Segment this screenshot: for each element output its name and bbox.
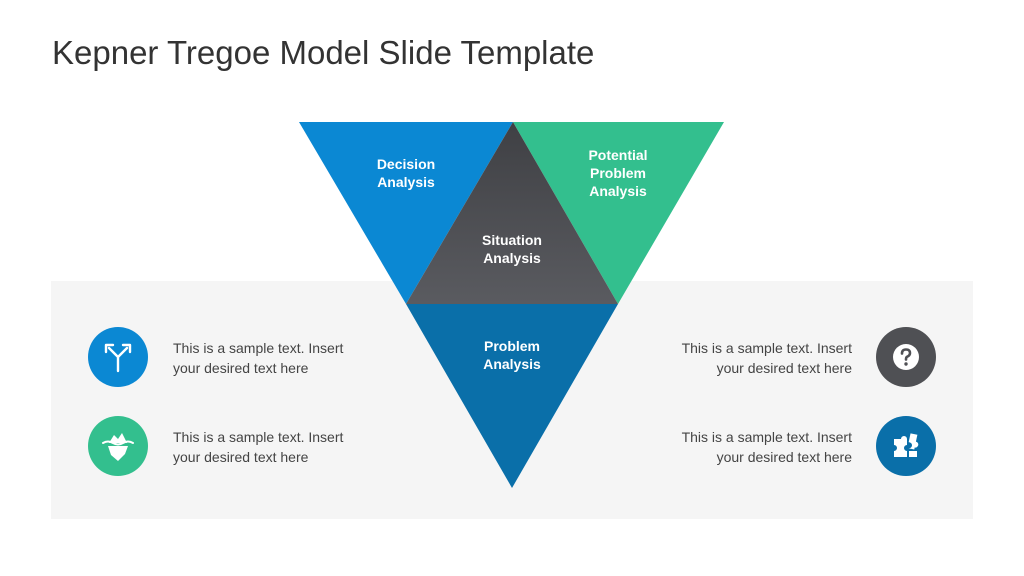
item-text-1: This is a sample text. Insert your desir… bbox=[173, 340, 344, 376]
question-mark-icon bbox=[876, 327, 936, 387]
puzzle-icon bbox=[876, 416, 936, 476]
potential-problem-analysis-label: Potential Problem Analysis bbox=[588, 147, 648, 199]
item-text-3: This is a sample text. Insert your desir… bbox=[681, 340, 852, 376]
problem-analysis-triangle bbox=[406, 304, 618, 488]
potential-problem-analysis-triangle bbox=[513, 122, 724, 304]
decision-analysis-label: Decision Analysis bbox=[376, 156, 436, 190]
item-text-4: This is a sample text. Insert your desir… bbox=[681, 429, 852, 465]
decision-analysis-triangle bbox=[299, 122, 513, 304]
split-arrow-icon bbox=[88, 327, 148, 387]
item-text-2: This is a sample text. Insert your desir… bbox=[173, 429, 344, 465]
situation-analysis-triangle bbox=[406, 122, 618, 304]
situation-analysis-label: Situation Analysis bbox=[482, 232, 542, 266]
problem-analysis-label: Problem Analysis bbox=[483, 338, 541, 372]
slide-title: Kepner Tregoe Model Slide Template bbox=[52, 34, 595, 71]
iceberg-icon bbox=[88, 416, 148, 476]
